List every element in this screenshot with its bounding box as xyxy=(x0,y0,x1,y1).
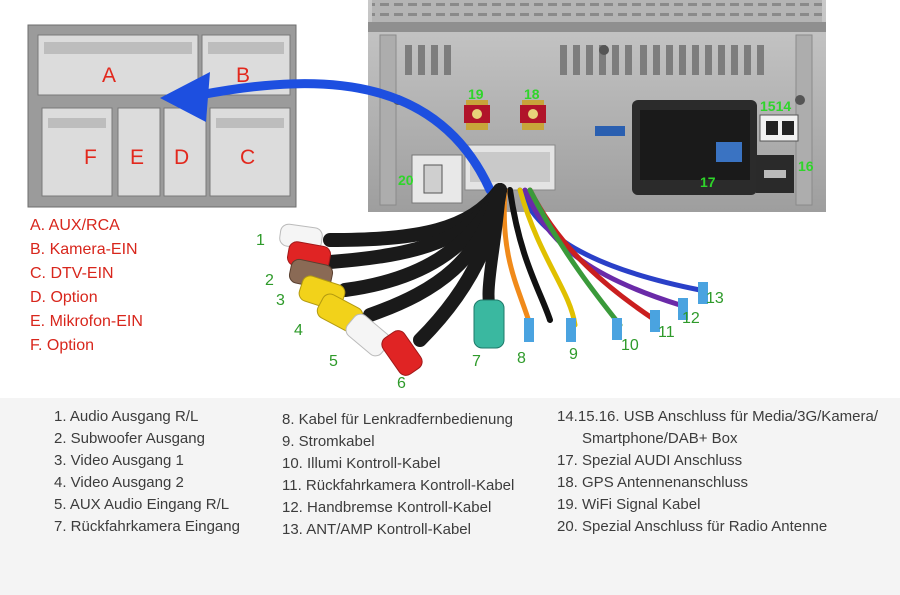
connector-letter-e: E xyxy=(130,146,145,169)
connector-letter-d: D xyxy=(174,146,190,169)
cable-number-9: 9 xyxy=(569,346,578,363)
connector-legend-a: A. AUX/RCA xyxy=(30,217,120,234)
cable-number-5: 5 xyxy=(329,353,338,370)
description-list-3: 14.15.16. USB Anschluss für Media/3G/Kam… xyxy=(557,406,878,538)
connector-letter-c: C xyxy=(240,146,256,169)
list3-item: 14.15.16. USB Anschluss für Media/3G/Kam… xyxy=(557,408,878,425)
list2-item: 13. ANT/AMP Kontroll-Kabel xyxy=(282,521,471,538)
list2-item: 9. Stromkabel xyxy=(282,433,375,450)
connector-legend-f: F. Option xyxy=(30,337,95,354)
cable-number-12: 12 xyxy=(682,310,700,327)
connector-legend-d: D. Option xyxy=(30,289,98,306)
list1-item: 3. Video Ausgang 1 xyxy=(54,452,184,469)
list3-item: 20. Spezial Anschluss für Radio Antenne xyxy=(557,518,828,535)
cable-number-8: 8 xyxy=(517,350,526,367)
cable-number-2: 2 xyxy=(265,272,274,289)
unit-label-20: 20 xyxy=(398,172,414,188)
connector-legend-b: B. Kamera-EIN xyxy=(30,241,138,258)
list2-item: 12. Handbremse Kontroll-Kabel xyxy=(282,499,492,516)
list2-item: 10. Illumi Kontroll-Kabel xyxy=(282,455,441,472)
list2-item: 11. Rückfahrkamera Kontroll-Kabel xyxy=(282,477,515,494)
cable-number-13: 13 xyxy=(706,290,724,307)
connector-letter-a: A xyxy=(102,64,117,87)
cable-number-11: 11 xyxy=(658,324,675,341)
description-list-1: 1. Audio Ausgang R/L 2. Subwoofer Ausgan… xyxy=(54,406,240,538)
unit-label-17: 17 xyxy=(700,174,716,190)
list3-item: Smartphone/DAB+ Box xyxy=(582,430,738,447)
cable-number-1: 1 xyxy=(256,232,265,249)
connector-legend: A. AUX/RCA B. Kamera-EIN C. DTV-EIN D. O… xyxy=(30,214,143,358)
connector-legend-c: C. DTV-EIN xyxy=(30,265,114,282)
connector-block xyxy=(27,24,297,208)
cable-number-6: 6 xyxy=(397,375,406,392)
cable-number-7: 7 xyxy=(472,353,481,370)
list1-item: 5. AUX Audio Eingang R/L xyxy=(54,496,230,513)
list3-item: 18. GPS Antennenanschluss xyxy=(557,474,748,491)
unit-label-19: 19 xyxy=(468,86,484,102)
connector-letter-b: B xyxy=(236,64,251,87)
legend-background xyxy=(0,398,900,595)
description-list-2: 8. Kabel für Lenkradfernbedienung 9. Str… xyxy=(282,409,514,541)
list1-item: 4. Video Ausgang 2 xyxy=(54,474,184,491)
connector-legend-e: E. Mikrofon-EIN xyxy=(30,313,143,330)
list3-item: 19. WiFi Signal Kabel xyxy=(557,496,701,513)
rca-plugs xyxy=(279,223,505,376)
list1-item: 2. Subwoofer Ausgang xyxy=(54,430,205,447)
list1-item: 1. Audio Ausgang R/L xyxy=(54,408,199,425)
radio-unit-back xyxy=(368,0,826,212)
unit-label-15-14: 1514 xyxy=(760,98,792,114)
unit-label-16: 16 xyxy=(798,158,814,174)
list3-item: 17. Spezial AUDI Anschluss xyxy=(557,452,743,469)
cable-number-3: 3 xyxy=(276,292,285,309)
cable-harness xyxy=(323,183,703,347)
cable-number-10: 10 xyxy=(621,337,639,354)
list2-item: 8. Kabel für Lenkradfernbedienung xyxy=(282,411,514,428)
wire-ends xyxy=(524,282,708,342)
arrow-to-connector xyxy=(160,72,495,195)
list1-item: 7. Rückfahrkamera Eingang xyxy=(54,518,240,535)
cable-number-4: 4 xyxy=(294,322,303,339)
unit-label-18: 18 xyxy=(524,86,540,102)
connector-letter-f: F xyxy=(84,146,97,169)
